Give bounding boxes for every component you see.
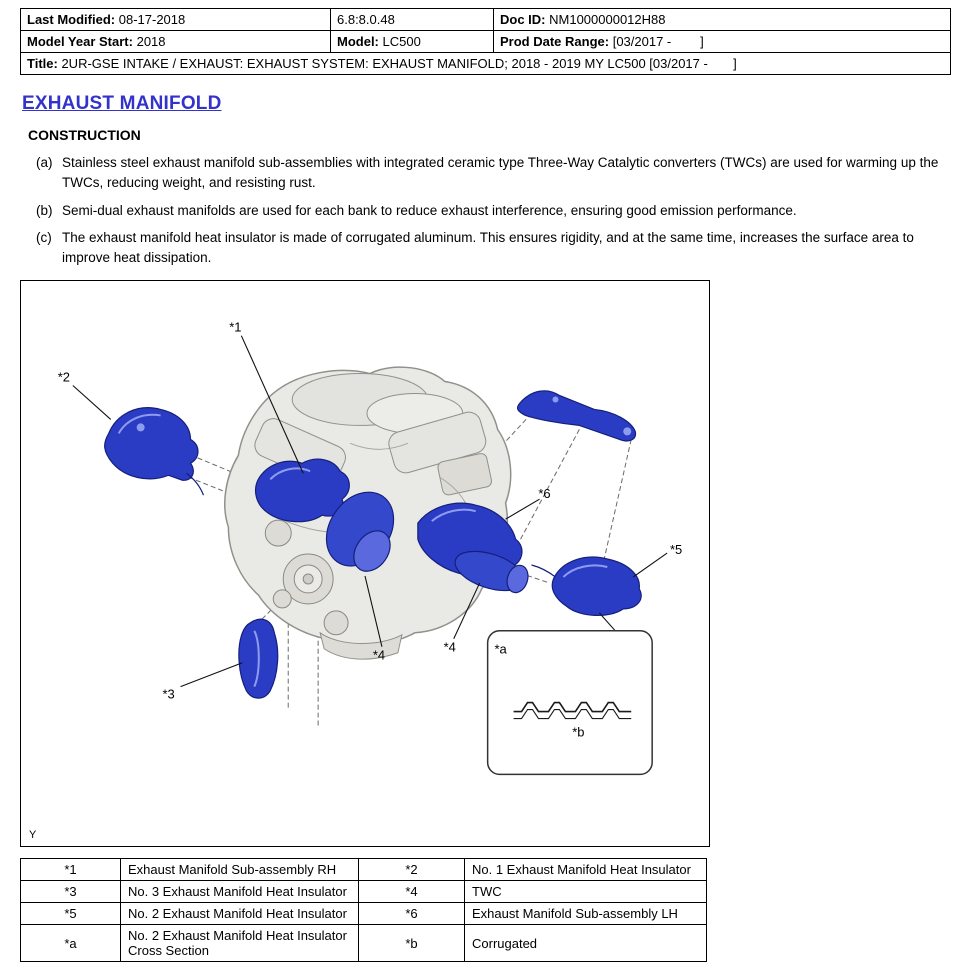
doc-id-cell: Doc ID: NM1000000012H88 [493, 8, 951, 31]
meta-row-1: Last Modified: 08-17-2018 6.8:8.0.48 Doc… [20, 8, 951, 31]
legend-value: No. 2 Exhaust Manifold Heat Insulator Cr… [120, 924, 359, 963]
upper-brace-part [516, 390, 637, 442]
callout-3-label: *3 [162, 687, 174, 702]
legend-row: *1 Exhaust Manifold Sub-assembly RH *2 N… [20, 858, 707, 882]
callout-6-label: *6 [538, 486, 550, 501]
corrugated-profile-top [513, 702, 632, 713]
exhaust-parts [104, 390, 642, 699]
title-label: Title: [27, 56, 58, 71]
item-text: Stainless steel exhaust manifold sub-ass… [62, 155, 939, 191]
legend-value: No. 3 Exhaust Manifold Heat Insulator [120, 880, 359, 904]
legend-key: *1 [20, 858, 121, 882]
item-marker: (c) [36, 229, 52, 245]
title-value: 2UR-GSE INTAKE / EXHAUST: EXHAUST SYSTEM… [61, 56, 737, 71]
doc-id-value: NM1000000012H88 [549, 12, 666, 27]
callout-labels: *1 *2 *6 *5 *4 *4 *3 *a *b Y [29, 320, 682, 842]
exhaust-manifold-diagram: *1 *2 *6 *5 *4 *4 *3 *a *b Y [29, 320, 682, 842]
part-twc-center [325, 491, 395, 573]
prod-date-value: [03/2017 - ] [612, 34, 704, 49]
part-no3-heat-insulator [238, 618, 279, 699]
legend-value: Exhaust Manifold Sub-assembly LH [464, 902, 707, 926]
last-modified-label: Last Modified: [27, 12, 116, 27]
callout-1-label: *1 [229, 320, 241, 335]
callout-5-label: *5 [670, 542, 682, 557]
model-year-value: 2018 [136, 34, 166, 49]
figure-corner-label: Y [29, 829, 37, 841]
cross-section-inset-box [486, 630, 653, 776]
callout-4b-label: *4 [444, 640, 456, 655]
item-text: Semi-dual exhaust manifolds are used for… [62, 202, 797, 218]
legend-row: *5 No. 2 Exhaust Manifold Heat Insulator… [20, 902, 707, 926]
part-no1-heat-insulator [104, 407, 205, 496]
legend-row: *a No. 2 Exhaust Manifold Heat Insulator… [20, 924, 707, 963]
legend-value: Exhaust Manifold Sub-assembly RH [120, 858, 359, 882]
title-cell: Title: 2UR-GSE INTAKE / EXHAUST: EXHAUST… [20, 52, 951, 75]
callout-2-label: *2 [58, 370, 70, 385]
callout-leader-lines [72, 335, 668, 688]
part-no2-heat-insulator [531, 556, 642, 617]
callout-4a-label: *4 [373, 648, 385, 663]
model-year-cell: Model Year Start: 2018 [20, 30, 331, 53]
legend-key: *3 [20, 880, 121, 904]
construction-item-c: (c) The exhaust manifold heat insulator … [36, 228, 941, 269]
model-cell: Model: LC500 [330, 30, 494, 53]
legend-key: *a [20, 924, 121, 963]
version-cell: 6.8:8.0.48 [330, 8, 494, 31]
corrugated-profile-bottom [513, 709, 632, 720]
construction-item-a: (a) Stainless steel exhaust manifold sub… [36, 153, 941, 194]
last-modified-value: 08-17-2018 [118, 12, 186, 27]
legend-value: TWC [464, 880, 707, 904]
model-value: LC500 [382, 34, 421, 49]
legend-key: *4 [358, 880, 465, 904]
legend-value: No. 2 Exhaust Manifold Heat Insulator [120, 902, 359, 926]
meta-row-2: Model Year Start: 2018 Model: LC500 Prod… [20, 30, 951, 53]
cross-section-inset [486, 630, 653, 776]
prod-date-label: Prod Date Range: [500, 34, 610, 49]
callout-b-label: *b [572, 725, 584, 740]
model-label: Model: [337, 34, 379, 49]
legend-key: *2 [358, 858, 465, 882]
legend-key: *5 [20, 902, 121, 926]
doc-id-label: Doc ID: [500, 12, 546, 27]
legend-table: *1 Exhaust Manifold Sub-assembly RH *2 N… [20, 858, 707, 963]
construction-item-b: (b) Semi-dual exhaust manifolds are used… [36, 201, 941, 221]
legend-key: *6 [358, 902, 465, 926]
model-year-label: Model Year Start: [27, 34, 133, 49]
legend-row: *3 No. 3 Exhaust Manifold Heat Insulator… [20, 880, 707, 904]
meta-row-3: Title: 2UR-GSE INTAKE / EXHAUST: EXHAUST… [20, 52, 951, 75]
part-twc-right [454, 551, 529, 594]
item-text: The exhaust manifold heat insulator is m… [62, 229, 914, 265]
figure-exhaust-manifold: *1 *2 *6 *5 *4 *4 *3 *a *b Y [20, 280, 710, 848]
last-modified-cell: Last Modified: 08-17-2018 [20, 8, 331, 31]
part-manifold-rh [255, 458, 350, 523]
legend-value: No. 1 Exhaust Manifold Heat Insulator [464, 858, 707, 882]
prod-date-cell: Prod Date Range: [03/2017 - ] [493, 30, 951, 53]
page-title: EXHAUST MANIFOLD [22, 93, 222, 114]
item-marker: (a) [36, 155, 53, 170]
callout-a-label: *a [494, 642, 507, 657]
legend-value: Corrugated [464, 924, 707, 963]
legend-key: *b [358, 924, 465, 963]
section-heading-construction: CONSTRUCTION [28, 127, 141, 143]
doc-meta-table: Last Modified: 08-17-2018 6.8:8.0.48 Doc… [20, 8, 951, 75]
version-value: 6.8:8.0.48 [337, 12, 395, 27]
item-marker: (b) [36, 202, 53, 218]
